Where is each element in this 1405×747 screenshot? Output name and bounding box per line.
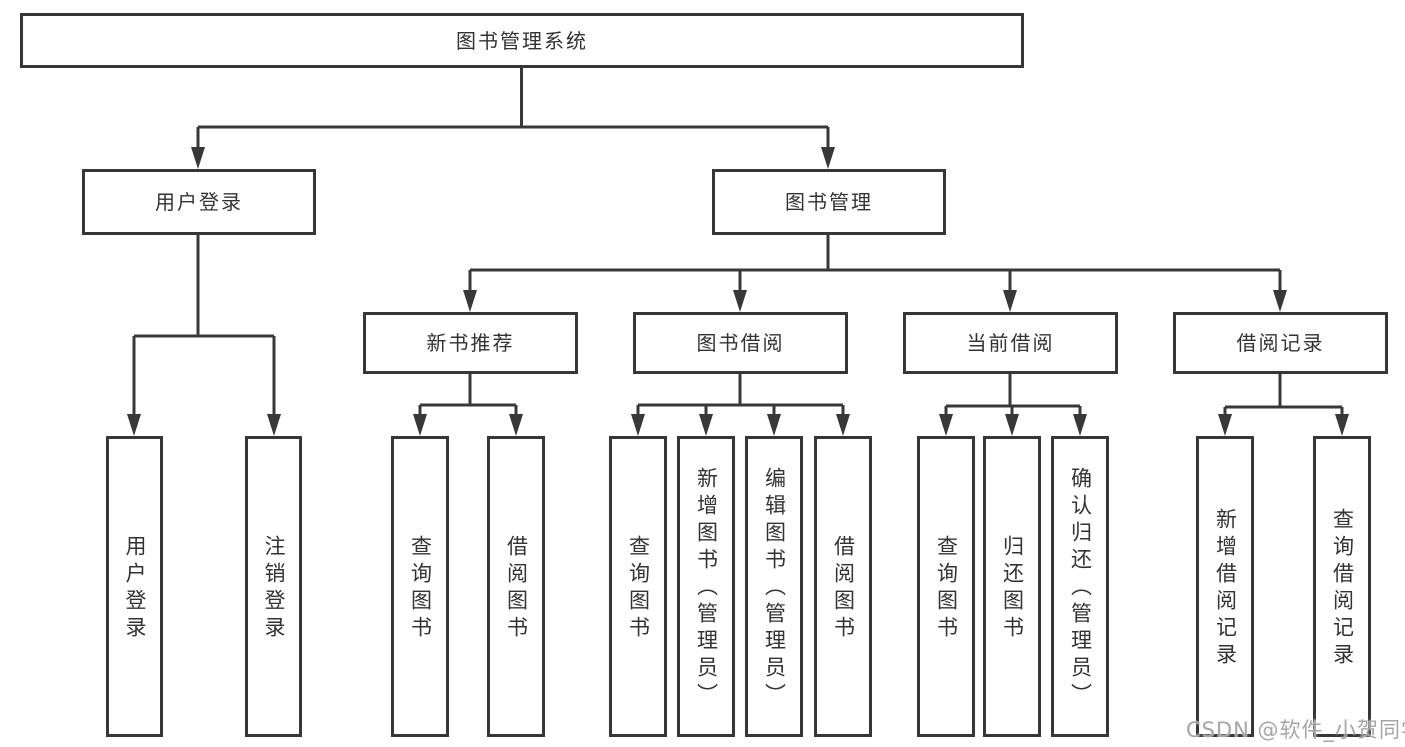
node-book-borrowing: 图书借阅 (633, 312, 848, 374)
edge-borrow-record-to-children (1218, 374, 1349, 436)
edge-current-borrow-to-children (939, 374, 1087, 436)
node-leaf-query-book-2: 查询图书 (609, 436, 667, 737)
node-library-system: 图书管理系统 (20, 13, 1024, 68)
edge-root-to-level2 (191, 68, 835, 169)
node-leaf-query-borrow-record: 查询借阅记录 (1313, 436, 1371, 737)
node-new-book-recommend: 新书推荐 (363, 312, 578, 374)
node-leaf-edit-book-admin: 编辑图书（管理员） (745, 436, 803, 737)
node-borrowing-records: 借阅记录 (1173, 312, 1388, 374)
edge-new-book-rec-to-children (413, 374, 523, 436)
node-leaf-confirm-return-admin: 确认归还（管理员） (1051, 436, 1109, 737)
node-leaf-logout: 注销登录 (245, 436, 302, 737)
node-book-management: 图书管理 (712, 169, 946, 235)
edge-book-borrow-to-children (631, 374, 850, 436)
csdn-watermark: CSDN @软件_小贺同学 (1186, 718, 1405, 742)
node-leaf-return-book: 归还图书 (983, 436, 1041, 737)
node-leaf-query-book-1: 查询图书 (391, 436, 449, 737)
node-leaf-query-book-3: 查询图书 (917, 436, 975, 737)
node-leaf-borrow-book-2: 借阅图书 (814, 436, 872, 737)
node-leaf-borrow-book-1: 借阅图书 (487, 436, 545, 737)
node-leaf-add-borrow-record: 新增借阅记录 (1196, 436, 1254, 737)
edge-user-login-to-children (127, 234, 281, 436)
node-leaf-add-book-admin: 新增图书（管理员） (677, 436, 735, 737)
node-current-borrowing: 当前借阅 (903, 312, 1118, 374)
node-user-login: 用户登录 (82, 169, 316, 235)
edge-book-mgmt-to-level3 (463, 234, 1287, 312)
node-leaf-user-login: 用户登录 (106, 436, 163, 737)
